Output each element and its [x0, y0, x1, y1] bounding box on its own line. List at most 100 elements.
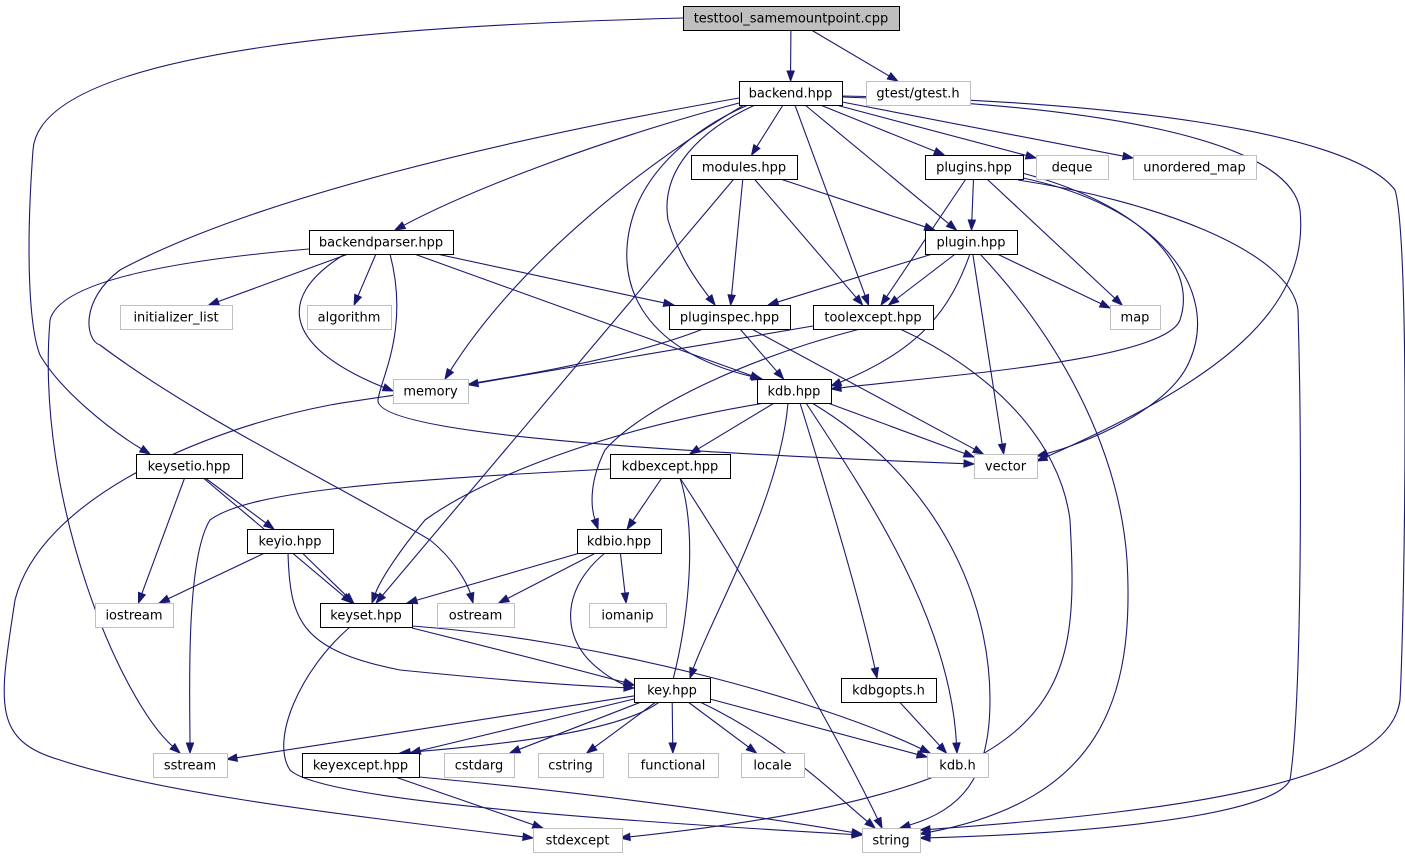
node-label: initializer_list [133, 311, 218, 326]
edge-backendparser-to-algorithm [353, 253, 377, 307]
node-label: iostream [105, 609, 162, 624]
edge-pluginspec-to-vector [751, 328, 985, 455]
node-unordered-map: unordered_map [1133, 155, 1257, 180]
edge-kdbexcept-to-sstream [185, 468, 611, 755]
node-ostream: ostream [437, 603, 515, 628]
node-label: ostream [449, 609, 503, 624]
node-keyexcept[interactable]: keyexcept.hpp [302, 753, 420, 778]
node-root[interactable]: testtool_samemountpoint.cpp [683, 6, 900, 31]
edge-kdb-to-key [689, 402, 789, 680]
node-vector: vector [974, 454, 1038, 479]
node-kdbio[interactable]: kdbio.hpp [577, 529, 662, 554]
edge-plugins-to-vector [1017, 176, 1199, 458]
node-label: kdbgopts.h [852, 684, 925, 699]
node-label: pluginspec.hpp [680, 311, 779, 326]
edge-backend-to-backendparser [393, 102, 740, 231]
node-label: string [872, 834, 909, 849]
node-gtest: gtest/gtest.h [866, 81, 971, 106]
edge-backend-to-memory [444, 104, 745, 381]
edge-backend-to-deque [835, 104, 1038, 160]
node-kdbgopts[interactable]: kdbgopts.h [841, 678, 937, 703]
edge-key-to-cstring [585, 701, 657, 754]
node-label: deque [1052, 161, 1093, 176]
node-label: algorithm [318, 311, 381, 326]
edge-backendparser-to-initializer_list [207, 253, 349, 306]
node-algorithm: algorithm [307, 305, 392, 330]
node-backendparser[interactable]: backendparser.hpp [309, 230, 454, 255]
node-label: plugin.hpp [936, 236, 1005, 251]
node-pluginspec[interactable]: pluginspec.hpp [669, 305, 791, 330]
edge-modules-to-pluginspec [727, 178, 744, 307]
edge-plugin-to-pluginspec [766, 253, 933, 307]
node-map: map [1110, 305, 1161, 330]
node-keyio[interactable]: keyio.hpp [247, 529, 334, 554]
node-label: gtest/gtest.h [876, 87, 959, 102]
edge-backend-to-plugin [804, 104, 958, 231]
node-string: string [862, 828, 921, 853]
nodes-layer: testtool_samemountpoint.cpp backend.hpp gt… [95, 6, 1257, 853]
edge-backendparser-to-sstream [47, 248, 310, 754]
edge-keyio-to-keyset [301, 552, 355, 605]
node-kdb[interactable]: kdb.hpp [757, 379, 832, 404]
edge-pluginspec-to-kdb [739, 328, 785, 381]
node-label: kdb.h [939, 759, 975, 774]
node-key[interactable]: key.hpp [634, 678, 711, 703]
edge-key-to-functional [668, 701, 678, 755]
node-backend[interactable]: backend.hpp [739, 81, 843, 106]
edge-backend-to-plugins [820, 104, 946, 156]
edge-backend-to-vector [841, 96, 1302, 462]
node-locale: locale [741, 753, 805, 778]
edge-plugins-to-map [986, 178, 1124, 307]
edge-plugins-to-plugin [967, 178, 977, 232]
node-label: keyexcept.hpp [313, 759, 408, 774]
edge-modules-to-keyset [375, 178, 735, 605]
edge-kdbexcept-to-string [679, 477, 883, 830]
edges-layer [3, 17, 1405, 843]
node-functional: functional [628, 753, 719, 778]
edge-plugin-to-vector [972, 253, 1007, 456]
node-label: backend.hpp [749, 87, 833, 102]
node-keyset[interactable]: keyset.hpp [320, 603, 413, 628]
node-label: unordered_map [1143, 161, 1246, 176]
node-sstream: sstream [153, 753, 228, 778]
edge-kdbio-to-keyset [405, 552, 581, 605]
edge-kdb-to-kdbexcept [688, 402, 775, 455]
node-kdbh: kdb.h [927, 753, 989, 778]
edge-backendparser-to-memory [298, 253, 395, 392]
node-label: modules.hpp [702, 161, 786, 176]
edge-keyset-to-kdbh [411, 625, 932, 754]
edge-kdbexcept-to-kdbio [626, 477, 663, 531]
node-label: iomanip [601, 609, 653, 624]
node-cstdarg: cstdarg [444, 753, 515, 778]
node-label: toolexcept.hpp [824, 311, 921, 326]
node-cstring: cstring [538, 753, 604, 778]
node-kdbexcept[interactable]: kdbexcept.hpp [610, 454, 731, 479]
edge-backend-to-modules [750, 104, 784, 157]
edge-key-to-kdbh [709, 698, 929, 759]
node-plugins[interactable]: plugins.hpp [925, 155, 1024, 180]
edge-kdbgopts-to-kdbh [899, 701, 948, 755]
node-label: cstring [548, 759, 592, 774]
edge-root-to-gtest [811, 29, 899, 82]
edge-backend-to-toolexcept [794, 104, 870, 307]
edge-root-to-keysetio [28, 17, 684, 455]
edge-kdb-to-kdbgopts [799, 402, 879, 680]
node-label: key.hpp [647, 684, 697, 699]
edge-backend-to-unordered_map [841, 101, 1135, 161]
node-modules[interactable]: modules.hpp [691, 155, 798, 180]
edge-keyset-to-key [411, 627, 636, 687]
node-label: keyset.hpp [330, 609, 402, 624]
edge-backendparser-to-kdb [414, 253, 763, 380]
node-label: vector [985, 460, 1027, 475]
node-label: keysetio.hpp [148, 460, 231, 475]
edge-root-to-backend [786, 29, 795, 83]
edge-toolexcept-to-kdbio [590, 328, 861, 531]
node-toolexcept[interactable]: toolexcept.hpp [813, 305, 934, 330]
edge-keyio-to-iostream [157, 552, 265, 604]
node-keysetio[interactable]: keysetio.hpp [136, 454, 243, 479]
node-plugin[interactable]: plugin.hpp [925, 230, 1018, 255]
edge-key-to-sstream [225, 695, 635, 762]
edge-backendparser-to-vector [377, 253, 976, 468]
node-label: memory [403, 385, 458, 400]
node-iostream: iostream [95, 603, 174, 628]
